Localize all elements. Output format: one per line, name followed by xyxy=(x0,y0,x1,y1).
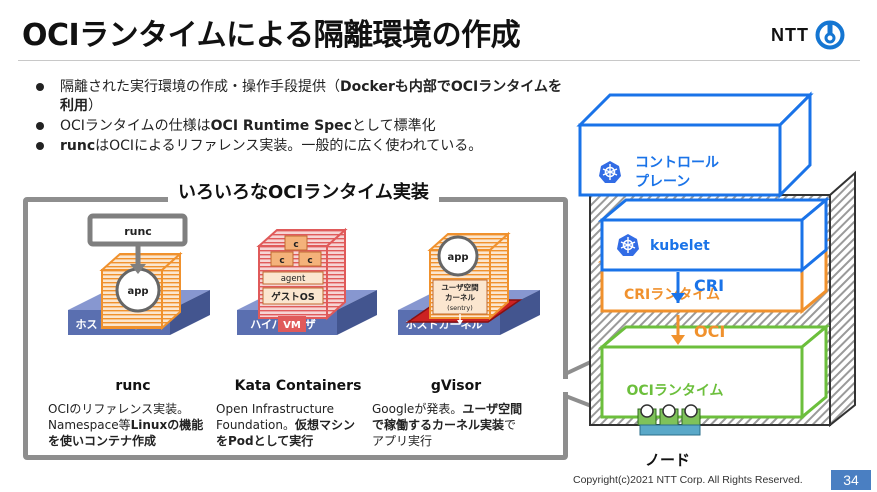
kernel-slab-side xyxy=(500,290,540,335)
control-plane-line2: プレーン xyxy=(635,174,690,190)
sentry-label: (sentry) xyxy=(447,304,473,312)
gvisor-diagram: ホストカーネル app ユーザ空間 カーネル (sentry) xyxy=(398,231,540,335)
bullet-dot xyxy=(36,122,44,130)
runc-arrow-head xyxy=(130,264,146,274)
kubernetes-icon xyxy=(617,234,639,256)
oci-label: OCI xyxy=(694,322,725,341)
agent-label: agent xyxy=(281,274,306,284)
mini-containers xyxy=(637,404,701,436)
container-box xyxy=(270,251,294,267)
gvisor-description: Googleが発表。ユーザ空間で稼働するカーネル実装でアプリ実行 xyxy=(372,402,523,448)
copyright: Copyright(c)2021 NTT Corp. All Rights Re… xyxy=(573,474,803,486)
sentry-arrow-head xyxy=(457,320,463,325)
bullet-dot xyxy=(36,142,44,150)
kata-description: Open Infrastructure Foundation。仮想マシンをPod… xyxy=(216,402,356,448)
agent-box xyxy=(262,271,324,285)
cri-runtime-label: CRIランタイム xyxy=(624,287,720,303)
node-base-side xyxy=(829,170,856,428)
page-number: 34 xyxy=(831,470,871,490)
cri-label: CRI xyxy=(694,276,724,295)
gvisor-app-label: app xyxy=(447,252,468,263)
control-plane-line1: コントロール xyxy=(635,155,719,171)
runc-box xyxy=(87,213,188,247)
control-plane-side xyxy=(778,91,812,199)
app-circle xyxy=(437,235,479,277)
page-title: OCIランタイムによる隔離環境の作成 xyxy=(22,18,521,53)
oci-runtime-label: OCIランタイム xyxy=(626,383,723,399)
bullet-item: 隔離された実行環境の作成・操作手段提供（Dockerも内部でOCIランタイムを利… xyxy=(30,78,575,116)
oci-arrow-head xyxy=(671,335,685,345)
title-divider xyxy=(18,60,860,61)
kata-diagram: ハイパバイザ c c c agent ゲストOS VM xyxy=(237,227,377,335)
bullet-list: 隔離された実行環境の作成・操作手段提供（Dockerも内部でOCIランタイムを利… xyxy=(30,78,575,157)
kata-name: Kata Containers xyxy=(234,378,362,394)
bullet-dot xyxy=(36,83,44,91)
runc-name: runc xyxy=(115,378,151,394)
kernel-slab-side xyxy=(170,290,210,335)
vm-label: VM xyxy=(283,320,301,331)
kubelet-label: kubelet xyxy=(650,238,710,254)
c-label: c xyxy=(307,256,312,266)
node-stack-diagram: OCIランタイム OCI CRIランタイム CRI kubelet xyxy=(576,91,856,436)
cri-arrow-head xyxy=(671,293,685,303)
container-box xyxy=(298,251,322,267)
bullet-item: OCIランタイムの仕様はOCI Runtime Specとして標準化 xyxy=(30,117,575,136)
runc-diagram: ホストカーネル app runc xyxy=(68,213,210,335)
gvisor-name: gVisor xyxy=(430,378,482,394)
node-label: ノード xyxy=(645,451,691,469)
guest-os-box xyxy=(262,287,324,305)
logo-text: NTT xyxy=(771,24,809,45)
kubelet-side xyxy=(800,196,828,274)
user-kernel-line1: ユーザ空間 xyxy=(441,282,479,292)
runc-box-label: runc xyxy=(124,225,152,238)
user-kernel-line2: カーネル xyxy=(445,293,475,302)
bullet-item: runcはOCIによるリファレンス実装。一般的に広く使われている。 xyxy=(30,137,575,156)
container-box xyxy=(284,235,308,251)
kernel-slab-side xyxy=(337,290,377,335)
ntt-logo-icon xyxy=(815,20,845,50)
vm-tag xyxy=(278,316,306,332)
runc-description: OCIのリファレンス実装。Namespace等Linuxの機能を使いコンテナ作成 xyxy=(48,402,204,448)
guest-os-label: ゲストOS xyxy=(271,291,315,303)
kubernetes-icon xyxy=(599,161,621,183)
panel-title: いろいろなOCIランタイム実装 xyxy=(168,178,439,204)
c-label: c xyxy=(293,240,298,250)
runc-app-label: app xyxy=(127,286,148,297)
oci-runtime-side xyxy=(800,323,828,421)
c-label: c xyxy=(279,256,284,266)
ntt-logo: NTT xyxy=(771,20,845,50)
